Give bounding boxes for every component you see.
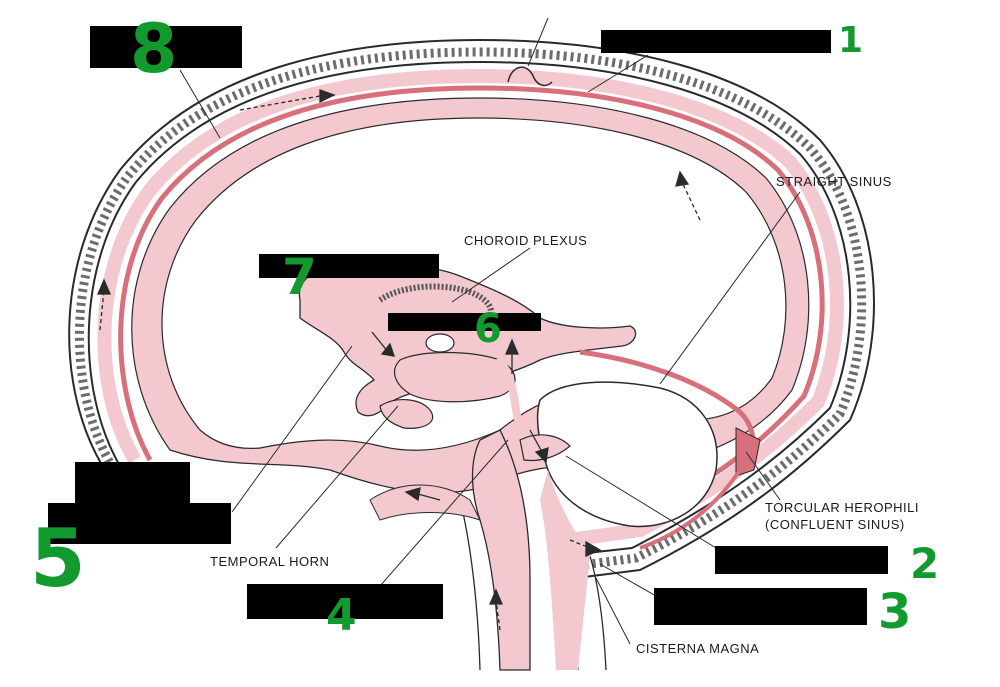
temporal-horn-shape [379, 399, 434, 429]
arrowhead-ventricle [380, 342, 395, 357]
handwritten-5: 5 [30, 512, 86, 605]
handwritten-6: 6 [474, 306, 502, 352]
redaction-box-2 [715, 546, 888, 574]
label-straight-sinus: STRAIGHT SINUS [776, 174, 892, 189]
printed-labels: CHOROID PLEXUS STRAIGHT SINUS TORCULAR H… [210, 174, 919, 656]
interthalamic-adhesion [425, 333, 455, 353]
handwritten-3: 3 [878, 584, 911, 640]
arrowhead-posterior [675, 170, 690, 187]
redaction-box-4 [247, 584, 443, 619]
handwritten-4: 4 [326, 590, 357, 641]
handwritten-numbers: 8 1 7 6 5 4 2 3 [30, 10, 939, 641]
redaction-box-5-top [75, 462, 190, 504]
dura-and-sinus [97, 66, 844, 547]
leader-2 [565, 455, 717, 549]
superior-sagittal-sinus [118, 85, 825, 497]
csf-flow-arrows [97, 89, 701, 631]
arrow-posterior [681, 181, 701, 221]
spinal-canal-left [459, 499, 481, 671]
subarachnoid-space-band [97, 68, 844, 547]
leader-top-granulation [527, 17, 549, 67]
leader-choroid-plexus [451, 247, 531, 303]
transverse-sinus [639, 468, 742, 550]
redaction-box-5-bottom [48, 503, 231, 544]
arrow-pons [417, 493, 441, 501]
leader-torcular [745, 451, 781, 501]
handwritten-8: 8 [130, 10, 177, 89]
arrow-spinal [495, 599, 501, 631]
choroid-plexus-tissue [378, 283, 494, 318]
redaction-box-6 [388, 313, 541, 331]
lateral-ventricle [298, 263, 637, 417]
leader-straight-sinus [659, 191, 801, 385]
arrowhead-pons [404, 487, 421, 502]
arrowhead-spinal [489, 588, 503, 605]
label-torcular-line1: TORCULAR HEROPHILI [765, 500, 919, 515]
brainstem-spinal [369, 429, 607, 671]
arrow-ventricle [371, 331, 389, 353]
arrowhead-aqueduct [505, 338, 519, 355]
label-cisterna-magna: CISTERNA MAGNA [636, 641, 759, 656]
arrowhead-cisterna [585, 540, 602, 557]
cerebellum [536, 381, 718, 528]
redaction-box-1 [601, 30, 831, 53]
arrow-fourth [529, 429, 543, 453]
skull-inner [87, 60, 852, 557]
label-torcular-line2: (CONFLUENT SINUS) [765, 517, 905, 532]
skull-outer [68, 38, 875, 581]
torcular-herophili [735, 427, 761, 477]
handwritten-1: 1 [838, 20, 863, 61]
handwritten-2: 2 [910, 539, 939, 588]
arrowhead-frontal [319, 89, 336, 104]
skull [68, 38, 875, 581]
arachnoid-granulation [507, 66, 553, 87]
redaction-boxes [48, 26, 888, 625]
label-choroid-plexus: CHOROID PLEXUS [464, 233, 587, 248]
straight-sinus [579, 349, 756, 454]
redaction-box-3 [654, 588, 867, 625]
third-ventricle [393, 351, 516, 403]
spinal-canal-outer [589, 555, 607, 671]
leader-8 [179, 69, 221, 139]
leader-lines [179, 17, 801, 645]
leader-cisterna [595, 577, 631, 645]
leader-3 [599, 563, 657, 597]
fourth-ventricle [519, 434, 571, 462]
handwritten-7: 7 [282, 248, 317, 306]
ventricles [298, 263, 637, 462]
redaction-box-7 [259, 254, 439, 278]
redaction-box-8 [90, 26, 242, 68]
cisterna-magna-space [540, 470, 590, 670]
leader-5 [231, 345, 353, 513]
arrowhead-fourth [534, 447, 549, 464]
pontine-csf [369, 484, 481, 521]
leader-1 [587, 54, 649, 93]
leader-temporal [275, 405, 399, 549]
arrowhead-anterior [97, 278, 111, 295]
leader-4 [379, 439, 509, 587]
label-temporal-horn: TEMPORAL HORN [210, 554, 329, 569]
